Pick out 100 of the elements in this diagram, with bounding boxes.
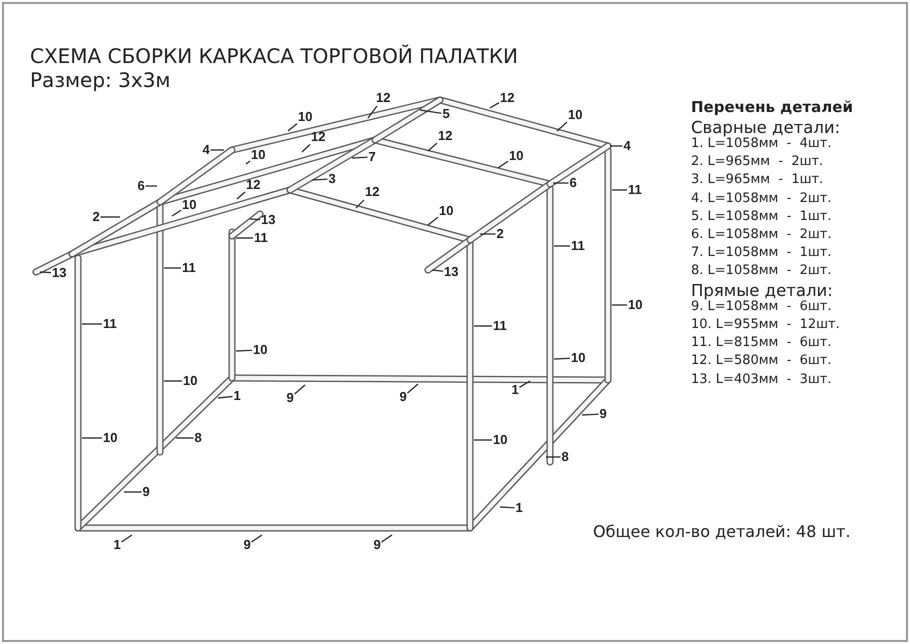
leader-line — [500, 506, 515, 508]
callout-number: 12 — [500, 91, 514, 105]
leader-line — [519, 380, 530, 388]
leader-line — [236, 350, 252, 352]
leader-line — [121, 534, 132, 542]
parts-group-heading: Прямые детали: — [691, 281, 833, 300]
callout-number: 10 — [183, 374, 198, 388]
callout-number: 8 — [194, 431, 202, 445]
callout-number: 10 — [251, 148, 266, 162]
leader-line — [146, 185, 157, 187]
callout-number: 13 — [261, 213, 276, 227]
parts-list-item: 13. L=403мм - 3шт. — [691, 372, 832, 386]
leader-line — [176, 437, 194, 439]
callout-number: 10 — [628, 298, 642, 312]
leader-line — [294, 384, 306, 395]
parts-list-item: 5. L=1058мм - 1шт. — [691, 208, 832, 224]
callout-number: 9 — [286, 391, 294, 405]
leader-line — [582, 414, 599, 416]
callout-number: 4 — [202, 143, 210, 157]
leader-line — [546, 456, 560, 458]
leader-line — [82, 437, 102, 439]
leader-line — [312, 178, 328, 181]
leader-line — [100, 216, 120, 218]
parts-group-heading: Сварные детали: — [691, 118, 840, 138]
leader-line — [610, 145, 622, 147]
callout-number: 10 — [182, 198, 196, 212]
callout-number: 13 — [444, 265, 458, 279]
callout-number: 12 — [246, 178, 260, 192]
leader-line — [420, 109, 442, 114]
leader-line — [554, 245, 570, 247]
leader-line — [428, 216, 438, 226]
callout-number: 11 — [103, 317, 117, 331]
leader-line — [40, 271, 52, 274]
diagram-title: СХЕМА СБОРКИ КАРКАСА ТОРГОВОЙ ПАЛАТКИ — [30, 44, 518, 68]
callout-number: 4 — [624, 139, 631, 153]
leader-line — [236, 237, 253, 239]
callout-number: 11 — [628, 183, 642, 197]
leader-line — [480, 233, 496, 235]
leader-line — [612, 304, 627, 306]
leader-line — [553, 182, 568, 184]
callout-number: 11 — [571, 239, 585, 253]
callout-number: 9 — [600, 407, 607, 421]
callout-number: 9 — [400, 390, 407, 404]
parts-list-item: 7. L=1058мм - 1шт. — [691, 244, 832, 260]
callout-number: 13 — [52, 266, 66, 280]
callout-number: 10 — [439, 204, 454, 218]
callout-number: 12 — [438, 129, 452, 143]
leader-line — [490, 102, 500, 109]
callout-number: 5 — [442, 107, 450, 121]
callout-number: 10 — [571, 351, 586, 365]
callout-number: 10 — [509, 149, 524, 163]
leader-line — [250, 218, 260, 220]
callout-number: 9 — [244, 538, 251, 552]
leader-line — [554, 358, 570, 360]
callout-number: 1 — [516, 501, 523, 515]
callout-number: 10 — [253, 343, 268, 357]
parts-list-item: 12. L=580мм - 6шт. — [691, 353, 832, 368]
leader-line — [356, 200, 364, 208]
callout-number: 8 — [562, 450, 569, 464]
leader-line — [210, 149, 224, 151]
leader-line — [474, 325, 492, 327]
parts-list-item: 1. L=1058мм - 4шт. — [691, 136, 832, 152]
leader-line — [612, 189, 627, 191]
callout-number: 10 — [568, 108, 582, 122]
callout-number: 1 — [114, 538, 121, 552]
leader-line — [352, 156, 368, 159]
callout-number: 11 — [254, 231, 268, 245]
leader-line — [236, 192, 246, 200]
leader-line — [246, 160, 250, 164]
callout-number: 3 — [328, 172, 336, 186]
subtitle: Размер: 3х3м — [30, 68, 171, 92]
parts-list-item: 9. L=1058мм - 6шт. — [691, 299, 832, 314]
leader-line — [498, 160, 508, 168]
leader-line — [428, 142, 438, 152]
callout-number: 1 — [512, 383, 519, 397]
leader-line — [302, 144, 310, 152]
callout-number: 9 — [374, 538, 381, 552]
parts-list-heading: Перечень деталей — [691, 98, 853, 116]
parts-list-item: 8. L=1058мм - 2шт. — [691, 262, 832, 278]
leader-line — [407, 384, 418, 394]
total-count-note: Общее кол-во деталей: 48 шт. — [593, 522, 851, 541]
callout-number: 2 — [92, 210, 100, 224]
parts-list-item: 4. L=1058мм - 2шт. — [691, 190, 832, 206]
callout-number: 12 — [376, 91, 390, 105]
leader-line — [288, 123, 298, 132]
leader-line — [124, 491, 142, 493]
callout-number: 6 — [570, 176, 577, 190]
callout-number: 12 — [365, 185, 380, 199]
leader-line — [218, 396, 233, 399]
parts-list-item: 3. L=965мм - 1шт. — [691, 172, 824, 188]
parts-list-item: 10. L=955мм - 12шт. — [691, 317, 840, 332]
leader-line — [474, 439, 492, 441]
parts-list-item: 11. L=815мм - 6шт. — [691, 335, 832, 350]
callout-number: 6 — [138, 179, 145, 193]
leader-line — [432, 269, 444, 272]
callout-number: 1 — [234, 389, 241, 403]
leader-line — [172, 210, 182, 216]
callout-number: 9 — [142, 485, 150, 499]
leader-line — [556, 122, 568, 132]
callout-number: 10 — [493, 433, 508, 447]
